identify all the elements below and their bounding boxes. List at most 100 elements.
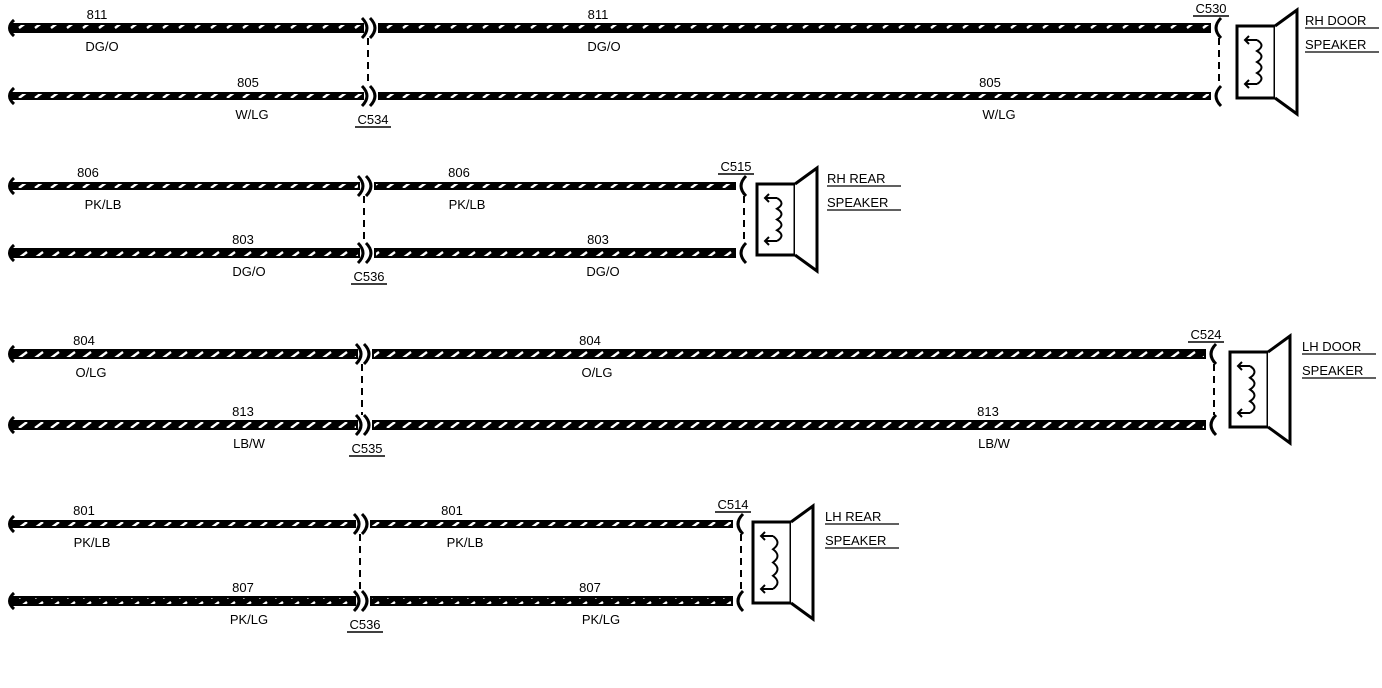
connector-chevron bbox=[360, 16, 369, 40]
wire-color-right: PK/LG bbox=[582, 612, 620, 627]
connector-chevron bbox=[356, 174, 365, 198]
wire-number-right: 807 bbox=[579, 580, 601, 595]
wire-number-left: 807 bbox=[232, 580, 254, 595]
connector-chevron bbox=[362, 342, 371, 366]
connector-chevron bbox=[356, 241, 365, 265]
connector-chevron bbox=[362, 413, 371, 437]
wire-color-left: PK/LB bbox=[74, 535, 111, 550]
speaker-label: SPEAKER bbox=[825, 533, 886, 548]
wire-number-right: 806 bbox=[448, 165, 470, 180]
wire-color-right: LB/W bbox=[978, 436, 1011, 451]
connector-chevron bbox=[368, 84, 377, 108]
wire-stripe bbox=[376, 250, 734, 256]
wire-number-right: 804 bbox=[579, 333, 601, 348]
wire-number-right: 813 bbox=[977, 404, 999, 419]
wire-number-left: 803 bbox=[232, 232, 254, 247]
wire-break-symbol bbox=[8, 344, 16, 364]
speaker-icon bbox=[751, 503, 815, 622]
circuit-rh-rear: 806PK/LB806PK/LB803DG/O803DG/OC536C515RH… bbox=[8, 159, 901, 285]
splice-connector-label: C534 bbox=[357, 112, 388, 127]
connector-chevron bbox=[354, 342, 363, 366]
wire-color-right: PK/LB bbox=[447, 535, 484, 550]
speaker-icon bbox=[1228, 333, 1292, 446]
wire-break-symbol bbox=[8, 591, 16, 611]
wire-number-left: 813 bbox=[232, 404, 254, 419]
wire-stripe bbox=[12, 184, 358, 188]
speaker-connector-terminal bbox=[1214, 84, 1223, 108]
wire-stripe bbox=[376, 184, 734, 188]
speaker-connector-label: C530 bbox=[1195, 1, 1226, 16]
speaker-connector-terminal bbox=[1209, 342, 1218, 366]
wire-number-left: 804 bbox=[73, 333, 95, 348]
wire-number-left: 806 bbox=[77, 165, 99, 180]
wire-color-right: DG/O bbox=[587, 39, 620, 54]
wire-stripe bbox=[372, 522, 731, 526]
speaker-label: RH DOOR bbox=[1305, 13, 1366, 28]
wire-color-left: PK/LB bbox=[85, 197, 122, 212]
speaker-label: SPEAKER bbox=[1305, 37, 1366, 52]
wire-break-symbol bbox=[8, 176, 16, 196]
connector-chevron bbox=[368, 16, 377, 40]
wire-number-left: 801 bbox=[73, 503, 95, 518]
wire-stripe bbox=[12, 250, 358, 256]
speaker-connector-label: C514 bbox=[717, 497, 748, 512]
wire-color-left: PK/LG bbox=[230, 612, 268, 627]
wire-stripe bbox=[372, 598, 731, 604]
splice-connector-label: C535 bbox=[351, 441, 382, 456]
wire-number-left: 811 bbox=[87, 7, 108, 22]
wire-stripe bbox=[374, 422, 1204, 428]
speaker-icon bbox=[1235, 7, 1299, 117]
speaker-label: SPEAKER bbox=[1302, 363, 1363, 378]
speaker-connector-label: C515 bbox=[720, 159, 751, 174]
wire-break-symbol bbox=[8, 243, 16, 263]
wire-color-right: O/LG bbox=[581, 365, 612, 380]
connector-chevron bbox=[364, 241, 373, 265]
speaker-connector-terminal bbox=[739, 241, 748, 265]
wire-color-right: W/LG bbox=[982, 107, 1015, 122]
speaker-connector-terminal bbox=[736, 589, 745, 613]
wire-stripe bbox=[12, 351, 356, 357]
wire-color-right: PK/LB bbox=[449, 197, 486, 212]
wire-number-right: 805 bbox=[979, 75, 1001, 90]
wire-stripe bbox=[12, 25, 362, 31]
connector-chevron bbox=[360, 84, 369, 108]
speaker-connector-terminal bbox=[1214, 16, 1223, 40]
wire-stripe bbox=[12, 522, 354, 526]
wire-number-left: 805 bbox=[237, 75, 259, 90]
speaker-connector-terminal bbox=[1209, 413, 1218, 437]
wire-color-left: LB/W bbox=[233, 436, 266, 451]
wire-number-right: 811 bbox=[588, 7, 609, 22]
wire-number-right: 803 bbox=[587, 232, 609, 247]
connector-chevron bbox=[360, 589, 369, 613]
speaker-label: RH REAR bbox=[827, 171, 886, 186]
connector-chevron bbox=[354, 413, 363, 437]
speaker-label: LH DOOR bbox=[1302, 339, 1361, 354]
wire-stripe bbox=[12, 94, 362, 98]
wire-number-right: 801 bbox=[441, 503, 463, 518]
speaker-label: LH REAR bbox=[825, 509, 881, 524]
wire-stripe bbox=[374, 351, 1204, 357]
wire-break-symbol bbox=[8, 514, 16, 534]
wire-color-left: O/LG bbox=[75, 365, 106, 380]
splice-connector-label: C536 bbox=[349, 617, 380, 632]
wire-break-symbol bbox=[8, 18, 16, 38]
connector-chevron bbox=[360, 512, 369, 536]
connector-chevron bbox=[352, 589, 361, 613]
speaker-connector-terminal bbox=[736, 512, 745, 536]
speaker-connector-terminal bbox=[739, 174, 748, 198]
splice-connector-label: C536 bbox=[353, 269, 384, 284]
wire-color-left: DG/O bbox=[232, 264, 265, 279]
speaker-connector-label: C524 bbox=[1190, 327, 1221, 342]
wire-stripe bbox=[380, 94, 1209, 98]
wire-break-symbol bbox=[8, 415, 16, 435]
